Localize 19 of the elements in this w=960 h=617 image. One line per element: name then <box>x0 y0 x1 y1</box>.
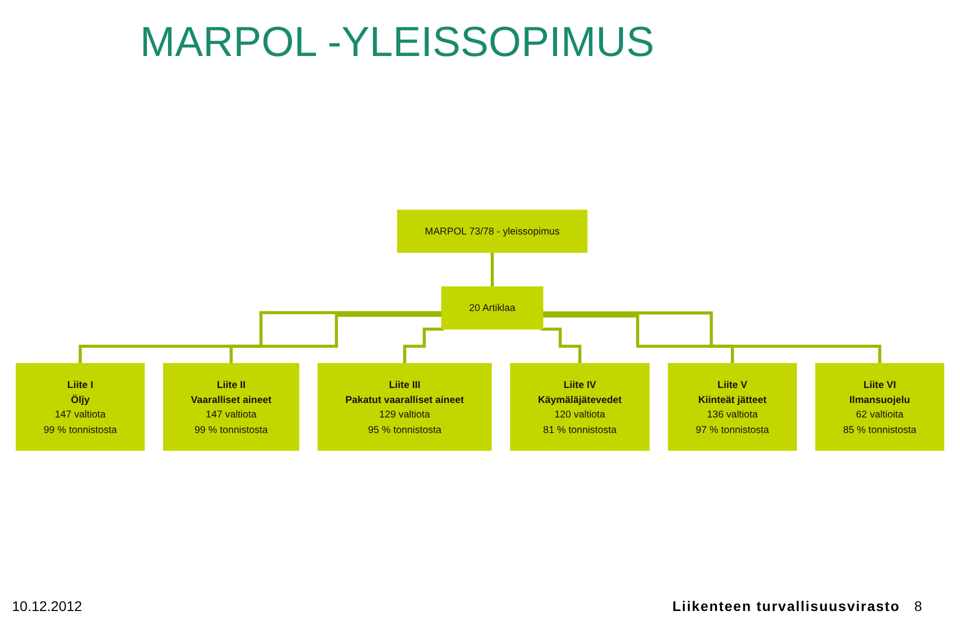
connector <box>78 310 442 365</box>
node-box: MARPOL 73/78 - yleissopimus <box>397 209 588 253</box>
title: MARPOL -YLEISSOPIMUS <box>140 18 654 66</box>
connector <box>542 311 882 365</box>
node-box: Liite II Vaaralliset aineet 147 valtiota 99 % tonnistosta <box>163 362 300 451</box>
page-number: 8 <box>914 598 922 614</box>
node-box: Liite V Kiinteät jätteet 136 valtiota 97 % tonnistosta <box>668 362 797 451</box>
node-box: Liite III Pakatut vaaralliset aineet 129 valtiota 95 % tonnistosta <box>318 362 492 451</box>
connector <box>542 314 734 365</box>
connector <box>230 314 442 365</box>
connector <box>490 250 494 288</box>
connector <box>403 327 444 365</box>
node-box: 20 Artiklaa <box>441 286 544 330</box>
node-box: Liite IV Käymäläjätevedet 120 valtiota 81 % tonnistosta <box>510 362 650 451</box>
date: 10.12.2012 <box>12 598 82 614</box>
node-box: Liite VI Ilmansuojelu 62 valtioita 85 % tonnistosta <box>815 362 944 451</box>
node-box: Liite I Öljy 147 valtiota 99 % tonnistosta <box>16 362 145 451</box>
footer-text: Liikenteen turvallisuusvirasto <box>672 598 900 614</box>
connector <box>540 327 582 365</box>
